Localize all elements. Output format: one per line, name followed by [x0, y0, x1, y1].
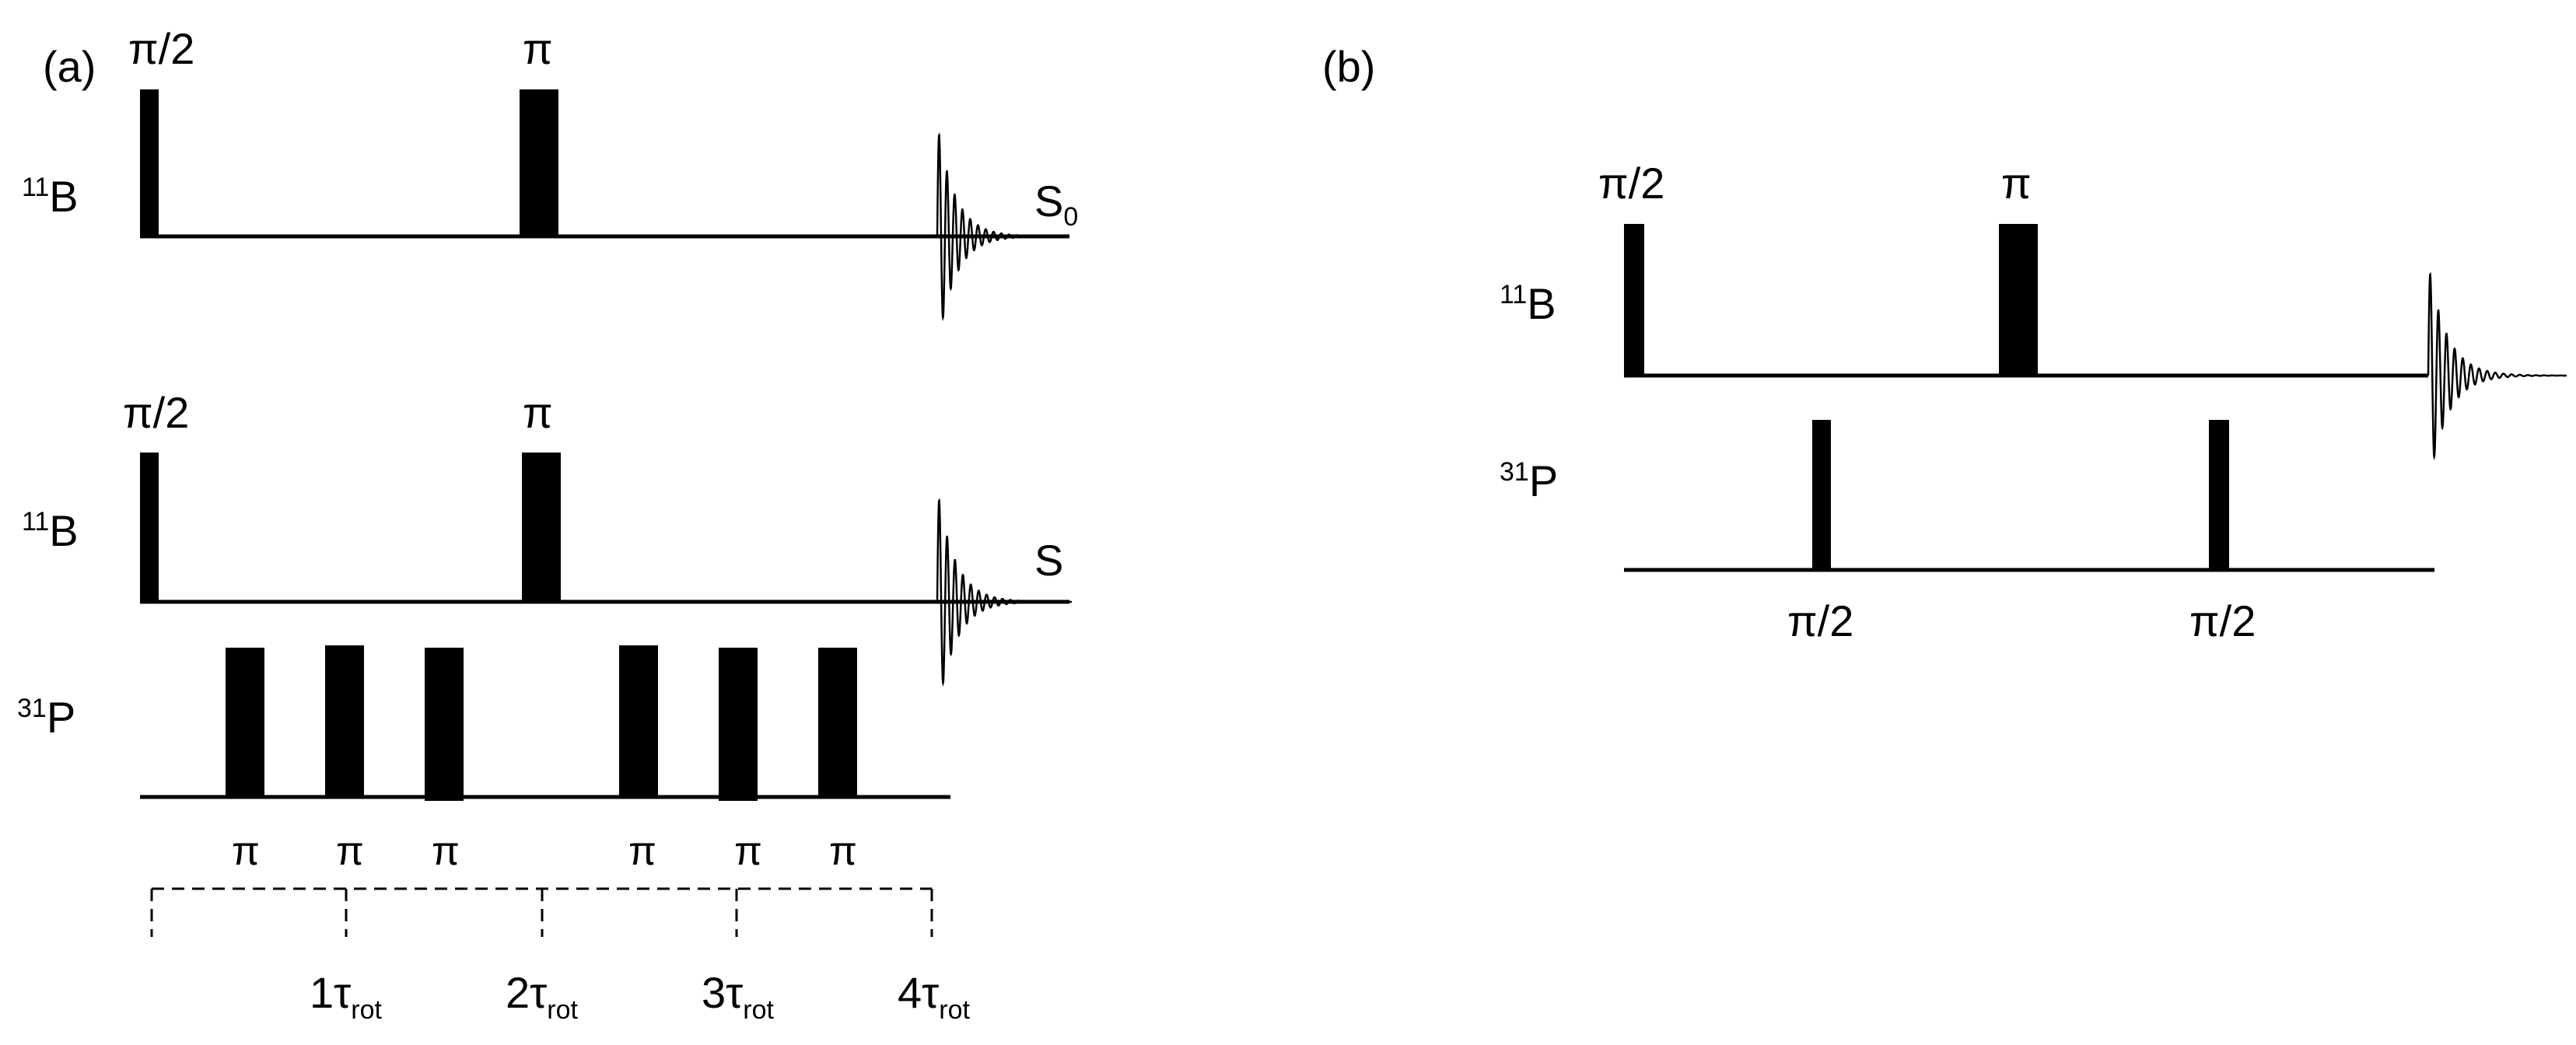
rotor-period-label-3: 3τrot — [702, 968, 775, 1025]
dephased-p31-pulse-1 — [226, 648, 264, 799]
rotor-period-label-4: 4τrot — [898, 968, 971, 1025]
p31-pulse-label-2: π — [336, 829, 364, 874]
reference-pulse-label-pi: π — [523, 24, 553, 73]
panel-b-b11-channel-label: 11B — [1500, 279, 1556, 328]
reference-b11-pulse-pi — [520, 89, 558, 238]
reference-pulse-label-pi-half: π/2 — [128, 24, 194, 73]
dephased-b11-pulse-pi — [522, 453, 561, 603]
dephased-pulse-label-pi-half: π/2 — [123, 388, 189, 437]
dephased-p31-pulse-5 — [719, 648, 758, 801]
panel-b-sequence: 11B π/2 π 31P π/2 π/2 — [1500, 159, 2567, 645]
dephased-b11-pulse-pi-half — [140, 453, 159, 603]
panel-b-p31-pulse-label-1: π/2 — [1787, 596, 1853, 645]
dephased-pulse-label-pi: π — [523, 388, 553, 437]
dephased-b11-channel-label: 11B — [22, 506, 79, 555]
panel-a-label: (a) — [43, 42, 96, 91]
p31-pulse-label-3: π — [432, 829, 460, 874]
dephased-p31-channel-label: 31P — [17, 693, 75, 742]
reference-signal-label-s0: S0 — [1034, 176, 1078, 232]
p31-pulse-label-6: π — [829, 829, 857, 874]
p31-pulse-label-4: π — [628, 829, 656, 874]
rotor-period-label-2: 2τrot — [506, 968, 579, 1025]
panel-b-b11-pulse-pi-half — [1624, 224, 1644, 377]
panel-a-reference-sequence: 11B π/2 π S0 — [22, 24, 1078, 322]
reference-b11-channel-label: 11B — [22, 172, 79, 221]
rotor-period-timeline: 1τrot 2τrot 3τrot 4τrot — [150, 887, 971, 1025]
panel-b-p31-pulse-label-2: π/2 — [2189, 596, 2256, 645]
panel-a-dephased-sequence: 11B π/2 π S 31P π π π π π π — [17, 388, 1073, 874]
panel-b-p31-channel-label: 31P — [1500, 456, 1558, 505]
panel-b-label: (b) — [1322, 42, 1375, 91]
panel-b-fid-signal — [2427, 271, 2567, 461]
panel-b-p31-pulse-1 — [1812, 420, 1831, 571]
panel-b-p31-pulse-2 — [2209, 420, 2229, 571]
reference-fid-signal — [936, 132, 1070, 322]
dephased-p31-pulse-4 — [619, 645, 658, 799]
dephased-signal-label-s: S — [1034, 536, 1063, 585]
panel-b-b11-pulse-label-pi-half: π/2 — [1598, 159, 1664, 208]
dephased-p31-pulse-2 — [325, 645, 364, 799]
panel-b-b11-pulse-label-pi: π — [2001, 159, 2032, 208]
rotor-period-label-1: 1τrot — [310, 968, 383, 1025]
dephased-p31-pulse-6 — [818, 648, 857, 799]
dephased-p31-pulse-3 — [425, 648, 464, 801]
dephased-fid-signal — [936, 498, 1073, 687]
reference-b11-pulse-pi-half — [140, 89, 159, 238]
panel-b-b11-pulse-pi — [1999, 224, 2038, 377]
p31-pulse-label-1: π — [232, 829, 260, 874]
p31-pulse-label-5: π — [734, 829, 762, 874]
